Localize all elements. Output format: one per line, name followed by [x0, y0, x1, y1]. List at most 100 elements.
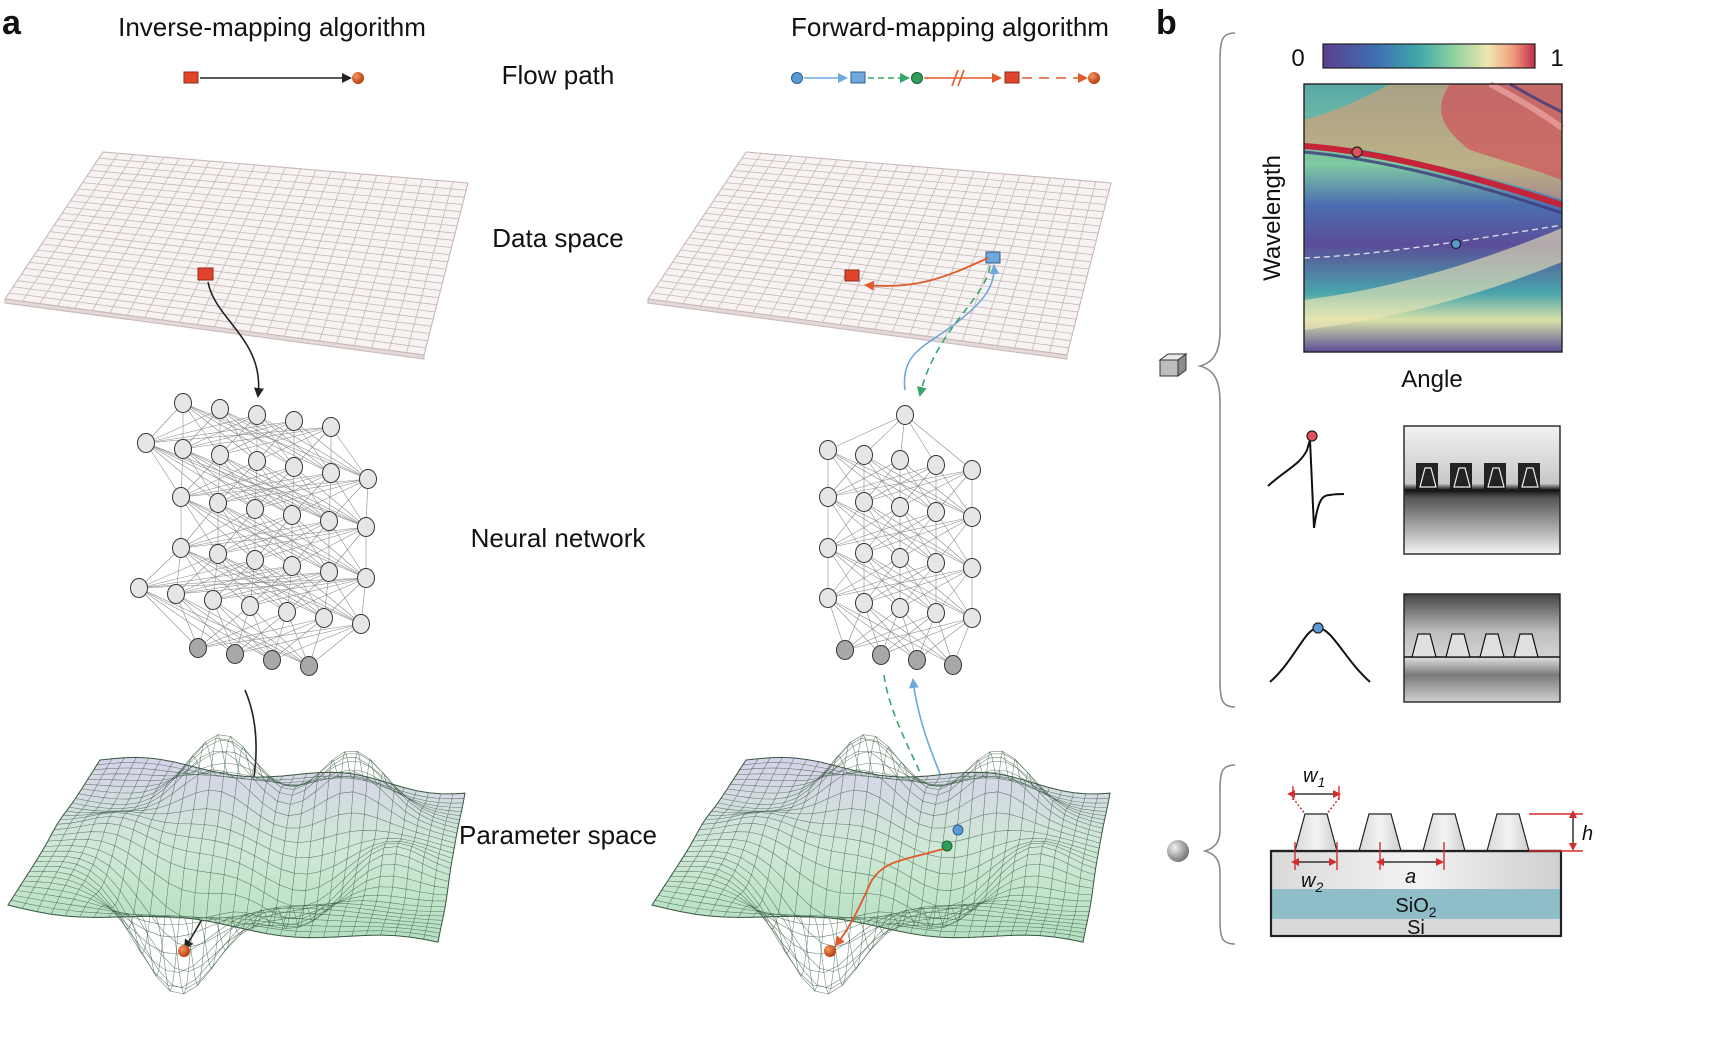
blue-sphere-icon	[791, 72, 803, 84]
flow-path-forward	[791, 69, 1100, 87]
landscape-line	[90, 771, 463, 808]
network-node	[285, 411, 303, 431]
landscape-line	[724, 734, 1104, 825]
grid-line	[1031, 180, 1081, 351]
sphere-icon	[1167, 840, 1189, 862]
network-node	[944, 655, 962, 675]
grid-line	[423, 182, 469, 356]
network-edge	[219, 426, 332, 456]
network-node	[872, 645, 890, 665]
network-edge	[323, 577, 367, 619]
network-node	[211, 399, 229, 419]
network-node	[927, 455, 945, 475]
red-marker	[1306, 430, 1318, 442]
colorbar	[1322, 43, 1536, 69]
network-edge	[180, 514, 293, 549]
blue-marker	[1312, 622, 1324, 634]
network-edge	[234, 623, 362, 655]
grid-line	[371, 179, 423, 349]
network-node	[172, 538, 190, 558]
landscape-line	[99, 757, 466, 795]
landscape-line	[745, 757, 1111, 795]
blue-path	[903, 264, 1000, 391]
network-node	[963, 558, 981, 578]
grid-edge	[647, 298, 1068, 360]
green-sphere-icon	[911, 72, 923, 84]
grid-line	[21, 274, 432, 327]
network-edge	[935, 567, 973, 614]
network-edge	[145, 442, 182, 498]
landscape-line	[29, 870, 445, 988]
h-label: h	[1582, 823, 1593, 845]
grid-edge	[4, 298, 425, 360]
network-edge	[138, 565, 293, 589]
label-flow-path: Flow path	[502, 60, 615, 90]
network-edge	[271, 623, 362, 661]
landscape-line	[742, 762, 1110, 800]
network-node	[248, 451, 266, 471]
landscape-line	[695, 831, 1096, 907]
data-cube-icon	[197, 267, 214, 281]
brace-bottom	[1202, 764, 1236, 945]
network-edge	[827, 516, 973, 549]
network-edge	[212, 577, 367, 601]
network-edge	[197, 623, 362, 649]
landscape-line	[11, 899, 439, 938]
network-edge	[145, 426, 332, 444]
landscape-line	[7, 904, 439, 943]
colorbar-max-label: 1	[1550, 45, 1563, 72]
resonance-band	[1303, 143, 1563, 208]
orange-sphere-icon	[1088, 72, 1100, 84]
grid-line	[1014, 179, 1066, 349]
network-edge	[330, 426, 369, 480]
landscape-line	[736, 771, 1108, 808]
landscape-line	[702, 816, 1098, 875]
orange-path	[864, 257, 989, 291]
network-node	[263, 650, 281, 670]
landscape-line	[69, 769, 457, 839]
parameter-landscape-inverse	[7, 734, 466, 995]
grid-line	[13, 286, 428, 342]
network-edge	[145, 420, 295, 444]
network-node	[855, 445, 873, 465]
landscape-line	[727, 739, 1105, 821]
network-node	[204, 590, 222, 610]
network-edge	[291, 526, 367, 567]
network-node	[963, 460, 981, 480]
network-edge	[138, 559, 256, 589]
network-node	[241, 596, 259, 616]
landscape-line	[711, 789, 1101, 844]
red-marker	[1351, 146, 1363, 158]
landscape-line	[677, 865, 1091, 995]
network-edge	[256, 426, 332, 462]
grid-line	[656, 286, 1071, 342]
grid-line	[9, 292, 426, 349]
orange-cube-icon	[844, 269, 860, 282]
network-edge	[197, 605, 251, 649]
network-node	[174, 439, 192, 459]
parameter-sphere-icon	[824, 945, 836, 957]
network-node	[130, 578, 148, 598]
orange-path	[834, 848, 944, 947]
network-node	[189, 638, 207, 658]
network-edge	[827, 469, 973, 498]
network-edge	[180, 502, 219, 549]
landscape-line	[78, 734, 459, 825]
network-edge	[880, 617, 973, 656]
landscape-line	[714, 769, 1102, 839]
network-edge	[827, 557, 901, 599]
network-edge	[827, 562, 937, 599]
landscape-line	[708, 808, 1100, 849]
landscape-line	[667, 880, 1088, 955]
network-edge	[217, 526, 367, 555]
landscape-line	[673, 870, 1090, 988]
network-edge	[827, 511, 937, 549]
network-edge	[328, 526, 367, 573]
landscape-line	[44, 845, 449, 927]
panel-label-a: a	[2, 4, 22, 42]
network-edge	[182, 426, 332, 450]
blue-sphere-icon	[952, 824, 964, 836]
break-mark-icon	[951, 69, 959, 87]
landscape-line	[63, 808, 455, 849]
